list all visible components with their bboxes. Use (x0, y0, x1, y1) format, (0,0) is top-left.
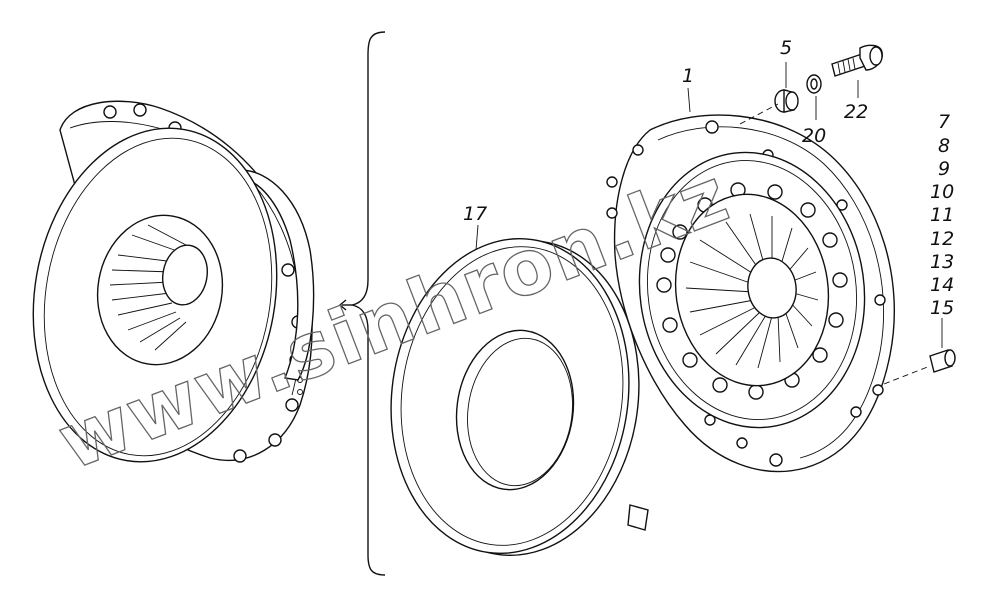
assembly-bracket (338, 31, 386, 576)
clutch-cover-1 (606, 114, 896, 473)
bushing-5 (774, 89, 799, 113)
callout-stack-8: 8 (938, 135, 950, 157)
callout-1: 1 (682, 65, 694, 87)
callout-stack-7: 7 (938, 111, 950, 133)
callout-stack-9: 9 (938, 158, 950, 180)
assembled-clutch-left (32, 100, 315, 463)
callout-stack-13: 13 (930, 251, 954, 273)
callout-17: 17 (463, 203, 487, 225)
callout-5: 5 (780, 37, 792, 59)
callout-stack-15: 15 (930, 297, 954, 319)
callout-stack-11: 11 (930, 204, 954, 226)
leader-lines (475, 62, 943, 385)
callout-stack-12: 12 (930, 228, 954, 250)
bushing-15 (929, 349, 956, 373)
callout-stack-10: 10 (930, 181, 954, 203)
callout-stack-14: 14 (930, 274, 954, 296)
callout-22: 22 (844, 101, 868, 123)
callout-stack: 7 8 9 10 11 12 13 14 15 (930, 111, 954, 319)
bolt-22 (831, 44, 883, 77)
washer-20 (806, 74, 822, 94)
clutch-disc-17 (390, 237, 649, 557)
callout-20: 20 (802, 125, 826, 147)
